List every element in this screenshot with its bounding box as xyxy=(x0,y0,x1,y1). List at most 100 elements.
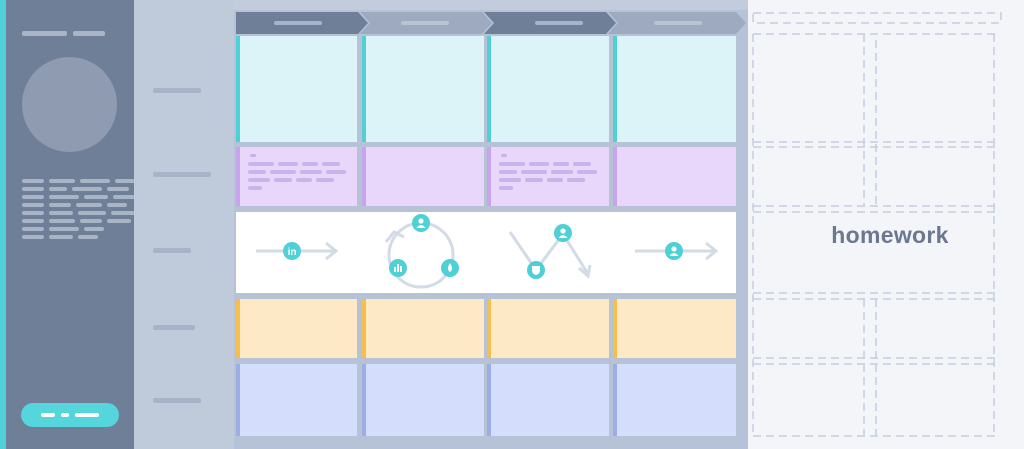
quote-mark xyxy=(250,154,256,157)
homework-panel xyxy=(748,0,1024,449)
quote-text-placeholder xyxy=(248,162,274,166)
description-line-placeholder xyxy=(107,187,129,191)
description-line-placeholder xyxy=(72,187,102,191)
orange-lane-card[interactable] xyxy=(487,299,609,358)
description-line-placeholder xyxy=(80,219,102,223)
description-line-placeholder xyxy=(84,227,104,231)
card-accent xyxy=(487,147,491,206)
quote-text-placeholder xyxy=(521,170,547,174)
journey-diagram: in xyxy=(256,214,719,289)
description-line-placeholder xyxy=(49,203,71,207)
blue-lane-card[interactable] xyxy=(236,364,357,436)
description-line-placeholder xyxy=(113,195,139,199)
quote-text-placeholder xyxy=(577,170,597,174)
card-accent xyxy=(487,364,491,436)
card-accent xyxy=(362,36,366,142)
description-line-placeholder xyxy=(49,227,79,231)
quote-text-placeholder xyxy=(499,162,525,166)
phase-label-placeholder xyxy=(401,21,449,25)
button-label-placeholder xyxy=(61,413,69,417)
description-line-placeholder xyxy=(80,179,110,183)
quote-text-placeholder xyxy=(567,178,585,182)
purple-lane-card[interactable] xyxy=(362,147,484,206)
quote-mark xyxy=(501,154,507,157)
drop-icon xyxy=(441,259,459,277)
quote-text-placeholder xyxy=(551,170,573,174)
description-line-placeholder xyxy=(107,203,127,207)
description-line-placeholder xyxy=(49,211,73,215)
card-accent xyxy=(362,299,366,358)
description-line-placeholder xyxy=(49,235,73,239)
phase-label-placeholder xyxy=(654,21,702,25)
purple-lane-card[interactable] xyxy=(487,147,609,206)
journey-step-4 xyxy=(635,241,719,261)
quote-text-placeholder xyxy=(248,178,270,182)
persona-title-placeholder xyxy=(22,31,67,36)
quote-text-placeholder xyxy=(573,162,591,166)
quote-text-placeholder xyxy=(547,178,563,182)
quote-text-placeholder xyxy=(529,162,549,166)
quote-text-placeholder xyxy=(322,162,340,166)
quote-text-placeholder xyxy=(316,178,334,182)
description-line-placeholder xyxy=(111,211,141,215)
card-accent xyxy=(236,36,240,142)
card-accent xyxy=(613,147,617,206)
quote-text-placeholder xyxy=(270,170,296,174)
quote-text-placeholder xyxy=(274,178,292,182)
teal-lane-card[interactable] xyxy=(487,36,609,142)
description-line-placeholder xyxy=(107,219,131,223)
description-line-placeholder xyxy=(22,235,44,239)
card-accent xyxy=(487,36,491,142)
lane-label-placeholder xyxy=(153,325,195,330)
description-line-placeholder xyxy=(49,219,75,223)
chart-icon xyxy=(389,259,407,277)
journey-step-1: in xyxy=(256,241,339,261)
orange-lane-card[interactable] xyxy=(236,299,357,358)
person-icon xyxy=(554,224,572,242)
description-line-placeholder xyxy=(22,211,44,215)
quote-text-placeholder xyxy=(248,186,262,190)
homework-label: homework xyxy=(831,222,949,248)
purple-lane-card[interactable] xyxy=(236,147,357,206)
description-line-placeholder xyxy=(22,195,44,199)
teal-lane-card[interactable] xyxy=(362,36,484,142)
description-line-placeholder xyxy=(84,195,108,199)
persona-title-placeholder xyxy=(73,31,105,36)
quote-text-placeholder xyxy=(553,162,569,166)
blue-lane-card[interactable] xyxy=(613,364,736,436)
quote-text-placeholder xyxy=(326,170,346,174)
quote-text-placeholder xyxy=(278,162,298,166)
description-line-placeholder xyxy=(78,211,106,215)
teal-lane-card[interactable] xyxy=(613,36,736,142)
description-line-placeholder xyxy=(22,179,44,183)
teal-lane-card[interactable] xyxy=(236,36,357,142)
orange-lane-card[interactable] xyxy=(362,299,484,358)
description-line-placeholder xyxy=(115,179,143,183)
persona-avatar xyxy=(22,57,117,152)
quote-text-placeholder xyxy=(302,162,318,166)
purple-lane-card[interactable] xyxy=(613,147,736,206)
blue-lane-card[interactable] xyxy=(487,364,609,436)
card-accent xyxy=(613,36,617,142)
quote-text-placeholder xyxy=(499,170,517,174)
quote-text-placeholder xyxy=(296,178,312,182)
description-line-placeholder xyxy=(22,187,44,191)
person-icon xyxy=(665,242,683,260)
description-line-placeholder xyxy=(76,203,102,207)
phase-label-placeholder xyxy=(274,21,322,25)
journey-step-3 xyxy=(508,224,592,279)
card-accent xyxy=(362,364,366,436)
card-accent xyxy=(236,364,240,436)
linkedin-icon: in xyxy=(283,242,301,260)
lane-label-placeholder xyxy=(153,248,191,253)
phase-label-placeholder xyxy=(535,21,583,25)
persona-action-button[interactable] xyxy=(21,403,119,427)
blue-lane-card[interactable] xyxy=(362,364,484,436)
homework-grid xyxy=(752,12,1002,437)
phase-header xyxy=(236,12,746,34)
description-line-placeholder xyxy=(49,187,67,191)
card-accent xyxy=(613,299,617,358)
shield-icon xyxy=(527,261,545,279)
card-accent xyxy=(236,299,240,358)
orange-lane-card[interactable] xyxy=(613,299,736,358)
